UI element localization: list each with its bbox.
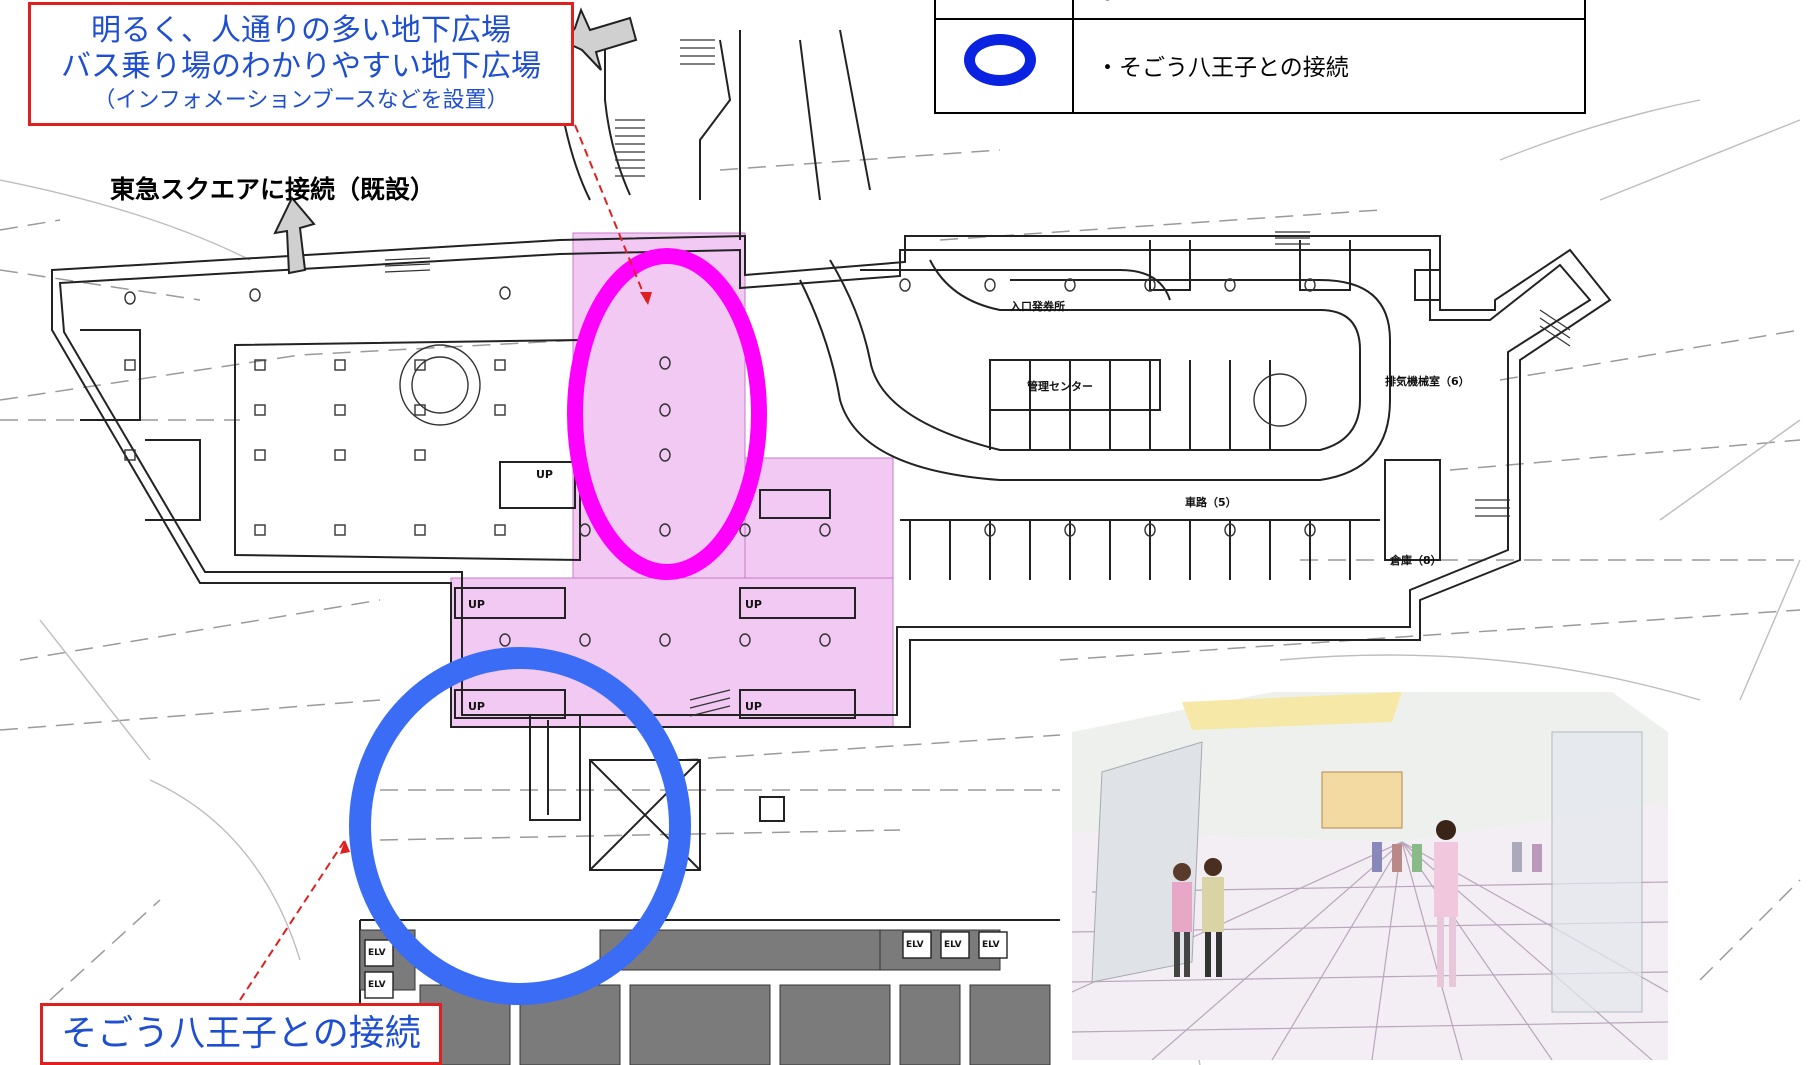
callout-line-1: 明るく、人通りの多い地下広場: [91, 13, 511, 48]
column-markers: [124, 278, 1316, 647]
building-outline: [51, 29, 1612, 1065]
entrance-ticket-label: 入口発券所: [1010, 300, 1065, 313]
up-label: UP: [468, 598, 485, 611]
grey-arrows: [273, 7, 638, 275]
legend-row-2: ・そごう八王子との接続: [936, 20, 1584, 112]
up-label: UP: [745, 700, 762, 713]
elv-label: ELV: [982, 940, 1000, 950]
roadway-label: 車路（5）: [1185, 496, 1237, 509]
warehouse-label: 倉庫（8）: [1390, 554, 1442, 567]
elv-label: ELV: [944, 940, 962, 950]
legend-symbol-cell: [936, 20, 1074, 112]
elv-label: ELV: [368, 980, 386, 990]
arrow-left-icon: [563, 7, 638, 71]
people-figures: [1172, 820, 1542, 987]
elv-label: ELV: [906, 940, 924, 950]
up-label: UP: [745, 598, 762, 611]
legend-row-1: ・: [936, 0, 1584, 20]
up-label: UP: [468, 700, 485, 713]
sogo-blocks: [359, 929, 1051, 1065]
elv-label: ELV: [368, 948, 386, 958]
legend-table: ・ ・そごう八王子との接続: [934, 0, 1586, 114]
callout-line-3: （インフォメーションブースなどを設置）: [93, 88, 509, 113]
plaza-perspective-illustration: [1072, 692, 1668, 1060]
exhaust-room-label: 排気機械室（6）: [1385, 375, 1470, 388]
elv-boxes: [364, 931, 1008, 999]
callout-line-2: バス乗り場のわかりやすい地下広場: [61, 49, 541, 84]
legend-row1-text: ・: [1096, 0, 1372, 13]
blue-ring-icon: [964, 34, 1036, 86]
sogo-callout: そごう八王子との接続: [40, 1003, 442, 1065]
legend-row2-text: ・そごう八王子との接続: [1096, 55, 1349, 81]
management-center-label: 管理センター: [1027, 380, 1093, 393]
legend-symbol-cell: [936, 0, 1074, 18]
tokyu-square-label: 東急スクエアに接続（既設）: [110, 175, 436, 204]
magenta-plaza-ring: [567, 248, 767, 580]
stair-hatching: [384, 39, 1571, 717]
up-label: UP: [536, 468, 553, 481]
arrow-up-icon: [273, 196, 316, 275]
sogo-connection-ring: [349, 647, 691, 1005]
leader-arrowheads: [340, 292, 652, 854]
plaza-callout: 明るく、人通りの多い地下広場 バス乗り場のわかりやすい地下広場 （インフォメーシ…: [28, 2, 574, 126]
leader-lines: [239, 124, 649, 1001]
